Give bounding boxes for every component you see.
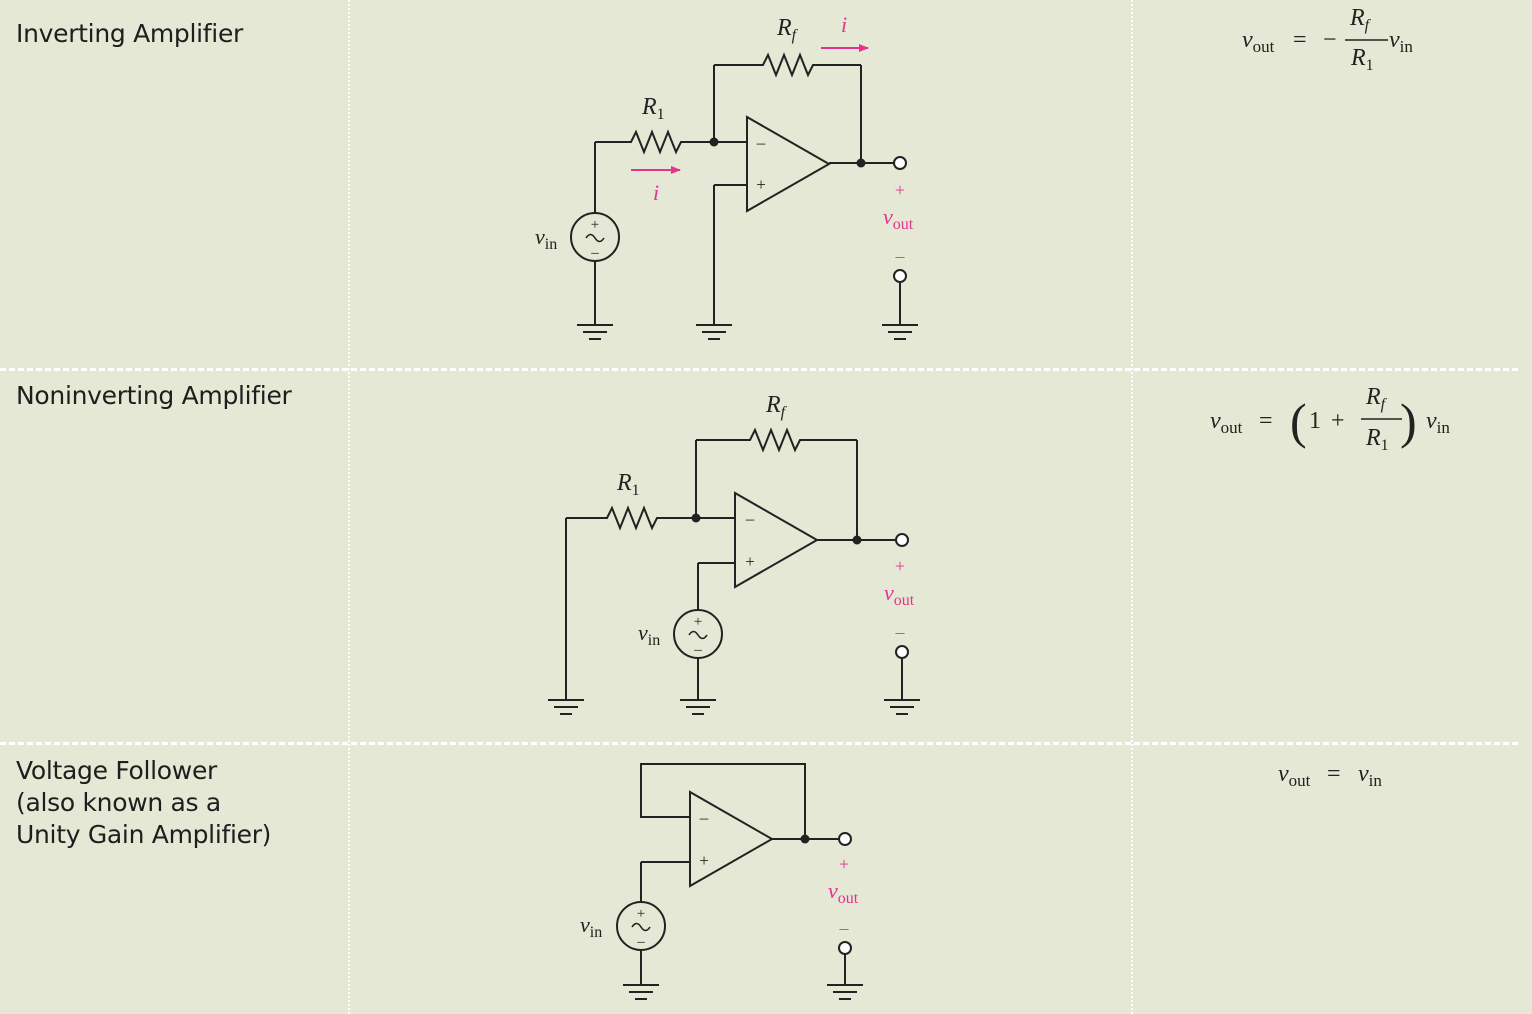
- title-line: Voltage Follower: [16, 756, 217, 785]
- ground-icon: [548, 699, 584, 715]
- ground-icon: [623, 984, 659, 1000]
- row-divider: [0, 368, 1518, 371]
- column-divider: [1131, 0, 1133, 1014]
- opamp-inverting-input-sign: –: [756, 133, 766, 152]
- noninverting-circuit: [548, 427, 920, 715]
- title-line: (also known as a: [16, 788, 221, 817]
- vin-label: vin: [535, 224, 557, 253]
- opamp-inverting-input-sign: –: [699, 808, 709, 827]
- junction-dot: [852, 535, 862, 545]
- svg-text:−: −: [1323, 27, 1337, 53]
- opamp-triangle: [734, 491, 820, 589]
- ground-icon: [680, 699, 716, 715]
- rf-label: Rf: [765, 392, 788, 421]
- column-divider: [348, 0, 350, 1014]
- svg-text:=: =: [1327, 761, 1341, 787]
- current-label: i: [841, 12, 847, 37]
- output-terminal: [838, 941, 852, 955]
- output-terminal: [895, 533, 909, 547]
- inverting-circuit: [570, 52, 918, 340]
- ac-wave-icon: [631, 922, 651, 932]
- svg-text:): ): [1400, 393, 1417, 449]
- r1-label: R1: [616, 470, 640, 499]
- current-label: i: [653, 180, 659, 205]
- resistor-r1: [602, 505, 662, 531]
- source-plus-sign: +: [591, 217, 599, 233]
- row-divider: [0, 742, 1518, 745]
- opamp-inverting-input-sign: –: [745, 509, 755, 528]
- row-title-voltage-follower: Voltage Follower (also known as a Unity …: [16, 755, 271, 851]
- source-minus-sign: –: [590, 245, 599, 261]
- junction-dot: [691, 513, 701, 523]
- ground-icon: [882, 324, 918, 340]
- resistor-r1: [626, 129, 686, 155]
- output-terminal: [893, 156, 907, 170]
- vout-plus-sign: +: [895, 556, 905, 576]
- junction-dot: [856, 158, 866, 168]
- junction-dot: [800, 834, 810, 844]
- junction-dot: [709, 137, 719, 147]
- resistor-rf: [745, 427, 805, 453]
- ground-icon: [696, 324, 732, 340]
- vin-label: vin: [580, 912, 602, 941]
- opamp-noninverting-input-sign: +: [756, 175, 766, 194]
- svg-text:vin: vin: [1389, 27, 1413, 56]
- vin-label: vin: [638, 620, 660, 649]
- svg-text:Rf: Rf: [1349, 5, 1372, 34]
- ground-icon: [577, 324, 613, 340]
- opamp-triangle: [689, 790, 775, 888]
- voltage-follower-circuit: [616, 763, 863, 1000]
- row-title-inverting: Inverting Amplifier: [16, 18, 243, 50]
- ac-wave-icon: [585, 233, 605, 243]
- source-plus-sign: +: [637, 906, 645, 922]
- ground-icon: [884, 699, 920, 715]
- formula-inverting: vout = − Rf R1 vin: [1242, 5, 1413, 74]
- r1-label: R1: [641, 94, 665, 123]
- formula-noninverting: vout = ( 1 + Rf R1 ) vin: [1210, 384, 1450, 454]
- vout-label: vout: [828, 878, 859, 907]
- svg-text:(: (: [1290, 393, 1307, 449]
- source-minus-sign: –: [693, 642, 702, 658]
- vout-plus-sign: +: [839, 854, 849, 874]
- svg-text:Rf: Rf: [1365, 384, 1388, 413]
- svg-text:+: +: [1331, 408, 1345, 434]
- svg-text:vin: vin: [1358, 761, 1382, 790]
- svg-text:R1: R1: [1365, 425, 1389, 454]
- svg-text:1: 1: [1309, 408, 1321, 434]
- output-terminal: [893, 269, 907, 283]
- title-line: Noninverting Amplifier: [16, 381, 292, 410]
- opamp-noninverting-input-sign: +: [745, 552, 755, 571]
- svg-text:R1: R1: [1350, 45, 1374, 74]
- vout-label: vout: [883, 204, 914, 233]
- resistor-rf: [758, 52, 818, 78]
- vout-minus-sign: –: [839, 918, 850, 938]
- ac-wave-icon: [688, 630, 708, 640]
- svg-text:vout: vout: [1242, 27, 1275, 56]
- vout-plus-sign: +: [895, 180, 905, 200]
- source-plus-sign: +: [694, 614, 702, 630]
- title-line: Inverting Amplifier: [16, 19, 244, 48]
- svg-text:vout: vout: [1278, 761, 1311, 790]
- svg-text:=: =: [1293, 27, 1307, 53]
- title-line: Unity Gain Amplifier): [16, 820, 272, 849]
- row-title-noninverting: Noninverting Amplifier: [16, 380, 292, 412]
- opamp-triangle: [746, 115, 832, 213]
- output-terminal: [895, 645, 909, 659]
- output-terminal: [838, 832, 852, 846]
- ground-icon: [827, 984, 863, 1000]
- svg-text:vin: vin: [1426, 408, 1450, 437]
- vout-label: vout: [884, 580, 915, 609]
- svg-text:vout: vout: [1210, 408, 1243, 437]
- source-minus-sign: –: [636, 934, 645, 950]
- svg-text:=: =: [1259, 408, 1273, 434]
- opamp-noninverting-input-sign: +: [699, 851, 709, 870]
- formula-voltage-follower: vout = vin: [1278, 761, 1382, 790]
- rf-label: Rf: [776, 15, 799, 44]
- vout-minus-sign: –: [895, 246, 906, 266]
- vout-minus-sign: –: [895, 622, 906, 642]
